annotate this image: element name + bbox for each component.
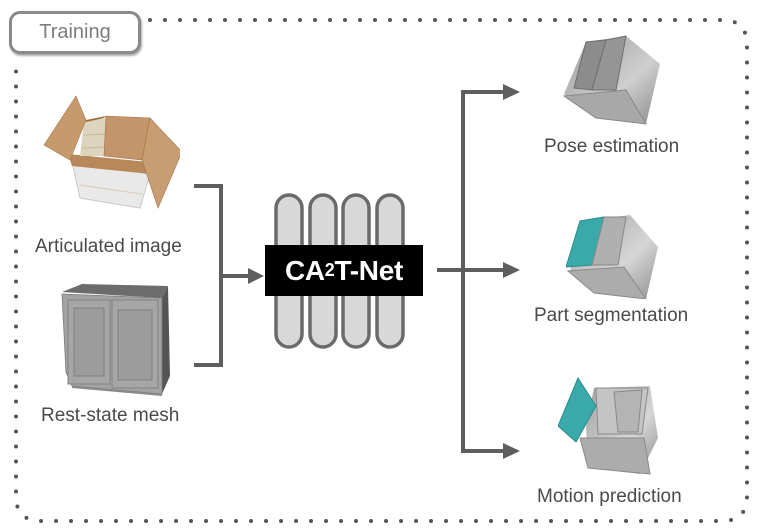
network-name-suffix: T-Net (334, 254, 404, 286)
motion-prediction-label: Motion prediction (537, 486, 682, 507)
output-branches (437, 90, 506, 453)
pose-arrow-head (503, 84, 520, 100)
training-stage-label: Training (39, 21, 111, 43)
pose-estimation-label: Pose estimation (544, 136, 680, 157)
articulated-image-label: Articulated image (35, 236, 182, 257)
input-bracket (194, 184, 250, 367)
rest-state-mesh-icon (61, 284, 170, 396)
motion-arrow-head (503, 443, 520, 459)
pose-estimation-icon (562, 35, 660, 125)
segmentation-arrow-head (503, 262, 520, 278)
input-arrow-head (248, 268, 264, 284)
part-segmentation-icon (566, 215, 658, 299)
articulated-cabinet-icon (43, 95, 180, 209)
part-segmentation-label: Part segmentation (534, 305, 689, 326)
motion-prediction-icon (558, 376, 658, 475)
network-name-prefix: CA (284, 254, 325, 286)
training-stage-tag: Training (9, 11, 141, 54)
rest-state-mesh-label: Rest-state mesh (41, 405, 180, 426)
